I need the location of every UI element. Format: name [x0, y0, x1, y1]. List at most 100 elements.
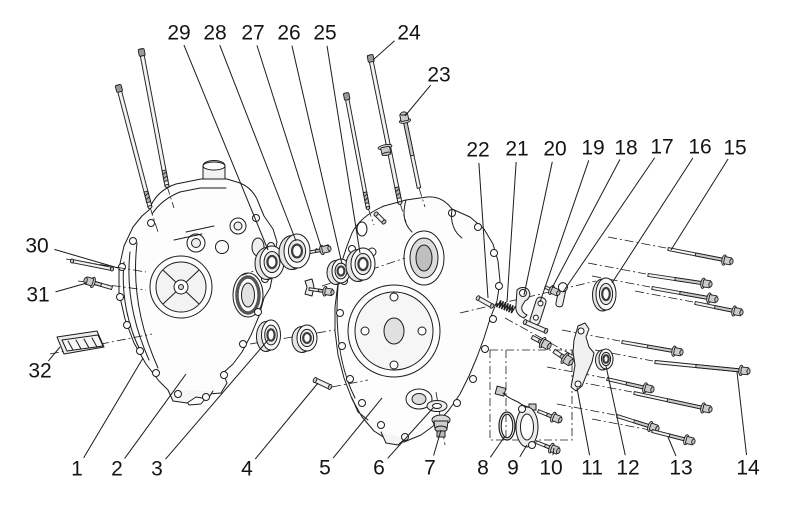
case-bolt-b8: [633, 391, 713, 414]
assembly-axis: [149, 206, 159, 233]
leader-line-4: [254, 382, 319, 460]
callout-label-21: 21: [505, 138, 528, 161]
dowel-pin-30: [69, 258, 115, 272]
callout-label-18: 18: [614, 137, 637, 160]
callout-label-17: 17: [650, 136, 673, 159]
callout-label-32: 32: [28, 360, 51, 383]
assembly-axis: [634, 290, 694, 303]
case-bolt-b4: [694, 301, 744, 317]
o-ring-8: [498, 411, 516, 441]
detent-bolt-18: [544, 284, 561, 297]
case-bolt-b9: [616, 414, 660, 433]
leader-line-15: [670, 158, 729, 251]
callout-label-26: 26: [277, 22, 300, 45]
assembly-axis: [591, 275, 651, 288]
callout-label-14: 14: [736, 457, 760, 480]
right-crankcase-half: [334, 196, 503, 446]
sealing-washer-6: [426, 400, 448, 412]
ball-bearing-3: [256, 319, 281, 352]
assembly-axis: [561, 329, 621, 342]
leader-line-5: [332, 397, 383, 459]
callout-label-9: 9: [507, 457, 519, 480]
callout-label-2: 2: [111, 458, 123, 481]
leader-line-6: [387, 407, 434, 459]
leader-line-13: [667, 436, 677, 457]
callout-label-20: 20: [543, 138, 566, 161]
gear-position-bracket: [570, 322, 595, 392]
callout-label-5: 5: [319, 457, 331, 480]
callout-label-7: 7: [424, 457, 436, 480]
callout-label-25: 25: [313, 22, 336, 45]
shift-shaft-stub: [522, 319, 549, 334]
assembly-axis: [418, 187, 426, 208]
assembly-axis: [607, 236, 667, 249]
leader-line-1: [83, 357, 144, 459]
callout-label-19: 19: [581, 137, 604, 160]
leader-line-9: [519, 444, 528, 458]
flange-bolt-23: [399, 111, 422, 189]
ball-bearing-25: [345, 247, 376, 282]
leader-line-16: [611, 157, 694, 284]
case-bolt-14: [654, 360, 751, 377]
assembly-axis: [594, 349, 654, 362]
assembly-axis: [591, 418, 651, 431]
assembly-axis: [399, 202, 407, 223]
leader-line-27: [256, 45, 322, 248]
cylinder-stud-right-inner: [343, 92, 371, 210]
case-bolt-b7: [606, 377, 655, 394]
leader-line-14: [736, 371, 748, 456]
leader-line-11: [576, 387, 591, 456]
callout-label-28: 28: [203, 22, 226, 45]
left-crankcase-half: [116, 160, 278, 406]
assembly-axis: [331, 379, 369, 388]
callout-label-22: 22: [466, 139, 489, 162]
leader-line-7: [433, 429, 442, 456]
callout-label-3: 3: [151, 458, 163, 481]
callout-label-29: 29: [167, 22, 190, 45]
oil-drain-plug: [431, 414, 451, 438]
leader-line-24: [372, 40, 395, 61]
dowel-pin-4: [312, 377, 333, 390]
leader-line-3: [165, 339, 269, 460]
case-bolt-15: [667, 247, 734, 266]
clutch-cavity: [347, 284, 441, 378]
callout-label-24: 24: [397, 22, 421, 45]
cylinder-stud-left-outer: [114, 84, 153, 209]
detent-spring-21: [496, 299, 517, 314]
leader-line-29: [183, 44, 269, 251]
dowel-pin-22: [475, 295, 495, 309]
ball-bearing-26: [326, 258, 351, 285]
oil-strainer-screen: [56, 330, 105, 355]
leader-line-25: [326, 45, 361, 254]
callout-label-8: 8: [477, 457, 489, 480]
assembly-axis: [77, 280, 147, 291]
ball-bearing-low-2: [291, 324, 318, 353]
stud-collar: [373, 211, 387, 225]
callout-label-30: 30: [25, 235, 48, 258]
crank-opening: [149, 255, 213, 319]
assembly-axis: [321, 257, 406, 287]
callout-label-31: 31: [26, 284, 49, 307]
oil-seal-12: [595, 348, 614, 371]
ball-bearing-28: [278, 233, 311, 270]
leader-line-26: [291, 45, 343, 265]
cover-bolt-upper: [536, 409, 563, 424]
leader-line-22: [478, 162, 489, 299]
callout-label-15: 15: [723, 137, 746, 160]
bearing-retainer-bolt-27: [305, 244, 332, 256]
callout-label-27: 27: [241, 22, 264, 45]
leader-line-21: [506, 161, 517, 303]
cam-spindle-bolt: [552, 348, 574, 367]
callout-label-23: 23: [427, 64, 450, 87]
shift-plate: [529, 296, 547, 326]
case-bolt-b3: [651, 286, 719, 304]
leader-line-32: [47, 346, 61, 362]
leader-line-8: [489, 435, 506, 458]
leader-line-19: [539, 160, 590, 303]
leader-line-12: [605, 365, 626, 456]
oil-seal-16: [592, 277, 617, 312]
cylinder-stud-left-inner: [137, 48, 170, 188]
leader-line-2: [124, 373, 187, 459]
callout-label-11: 11: [581, 457, 603, 480]
case-bolt-b5: [621, 340, 684, 357]
